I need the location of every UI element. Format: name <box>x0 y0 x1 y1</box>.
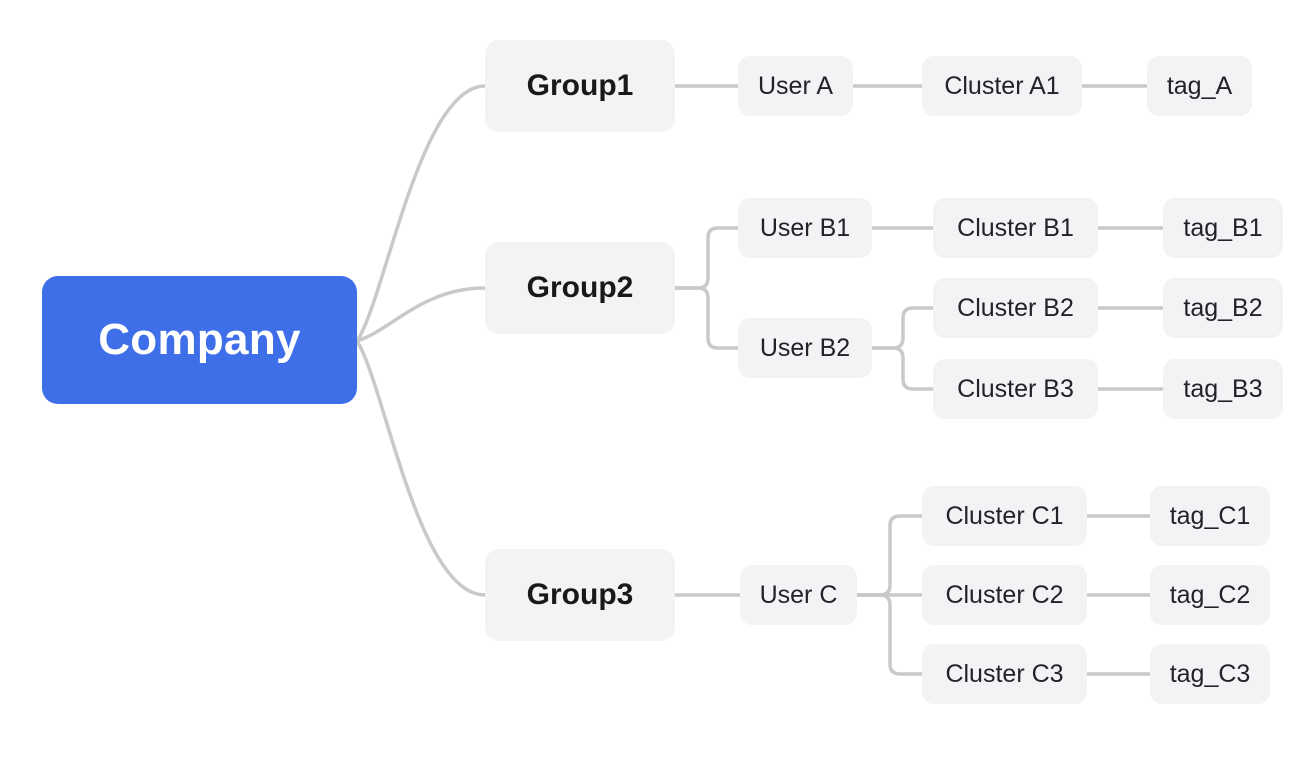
node-tag-b2[interactable]: tag_B2 <box>1163 278 1283 338</box>
connector-group2-userb2 <box>675 286 738 350</box>
connector-company-group3 <box>355 340 486 597</box>
node-tag-b3[interactable]: tag_B3 <box>1163 359 1283 419</box>
node-cluster-b2[interactable]: Cluster B2 <box>933 278 1098 338</box>
node-company[interactable]: Company <box>42 276 357 404</box>
node-group1[interactable]: Group1 <box>485 40 675 132</box>
connector-company-group2 <box>356 286 486 343</box>
node-cluster-c1[interactable]: Cluster C1 <box>922 486 1087 546</box>
node-group3[interactable]: Group3 <box>485 549 675 641</box>
node-user-b1[interactable]: User B1 <box>738 198 872 258</box>
node-tag-c2[interactable]: tag_C2 <box>1150 565 1270 625</box>
node-tag-a[interactable]: tag_A <box>1147 56 1252 116</box>
node-group2[interactable]: Group2 <box>485 242 675 334</box>
connector-userc-clusterc1 <box>857 514 922 597</box>
node-tag-b1[interactable]: tag_B1 <box>1163 198 1283 258</box>
node-cluster-c2[interactable]: Cluster C2 <box>922 565 1087 625</box>
node-user-a[interactable]: User A <box>738 56 853 116</box>
connector-company-group1 <box>355 84 486 342</box>
node-cluster-b3[interactable]: Cluster B3 <box>933 359 1098 419</box>
node-user-b2[interactable]: User B2 <box>738 318 872 378</box>
connector-userb2-clusterb2 <box>872 306 933 350</box>
node-tag-c1[interactable]: tag_C1 <box>1150 486 1270 546</box>
connector-userb2-clusterb3 <box>872 346 933 391</box>
node-cluster-c3[interactable]: Cluster C3 <box>922 644 1087 704</box>
connector-userc-clusterc3 <box>857 593 922 676</box>
connector-group2-userb1 <box>675 226 738 290</box>
node-cluster-a1[interactable]: Cluster A1 <box>922 56 1082 116</box>
node-user-c[interactable]: User C <box>740 565 857 625</box>
node-tag-c3[interactable]: tag_C3 <box>1150 644 1270 704</box>
node-cluster-b1[interactable]: Cluster B1 <box>933 198 1098 258</box>
